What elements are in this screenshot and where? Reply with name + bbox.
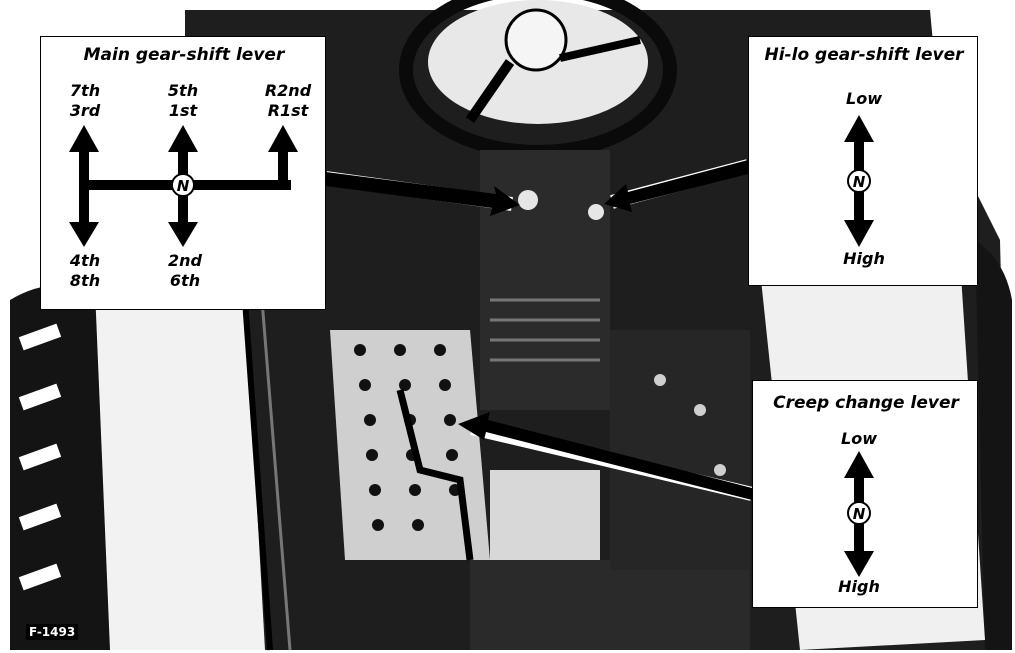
creep-neutral-label: N — [853, 505, 866, 523]
hilo-neutral-label: N — [853, 173, 866, 191]
creep-shift-diagram: N — [753, 381, 979, 609]
creep-change-panel: Creep change lever Low High N — [752, 380, 978, 608]
creep-lever-pointer — [458, 412, 752, 500]
main-gear-shift-panel: Main gear-shift lever 7th 3rd 5th 1st R2… — [40, 36, 326, 310]
hilo-shift-diagram: N — [749, 37, 979, 287]
hilo-neutral-marker: N — [848, 170, 870, 192]
hilo-lever-pointer — [604, 160, 748, 212]
neutral-marker: N — [172, 174, 194, 196]
shift-pattern-diagram: N — [41, 37, 327, 311]
creep-neutral-marker: N — [848, 502, 870, 524]
hilo-gear-shift-panel: Hi-lo gear-shift lever Low High N — [748, 36, 978, 286]
neutral-label: N — [177, 177, 190, 195]
figure-code: F-1493 — [26, 624, 78, 640]
main-lever-pointer — [326, 172, 520, 216]
